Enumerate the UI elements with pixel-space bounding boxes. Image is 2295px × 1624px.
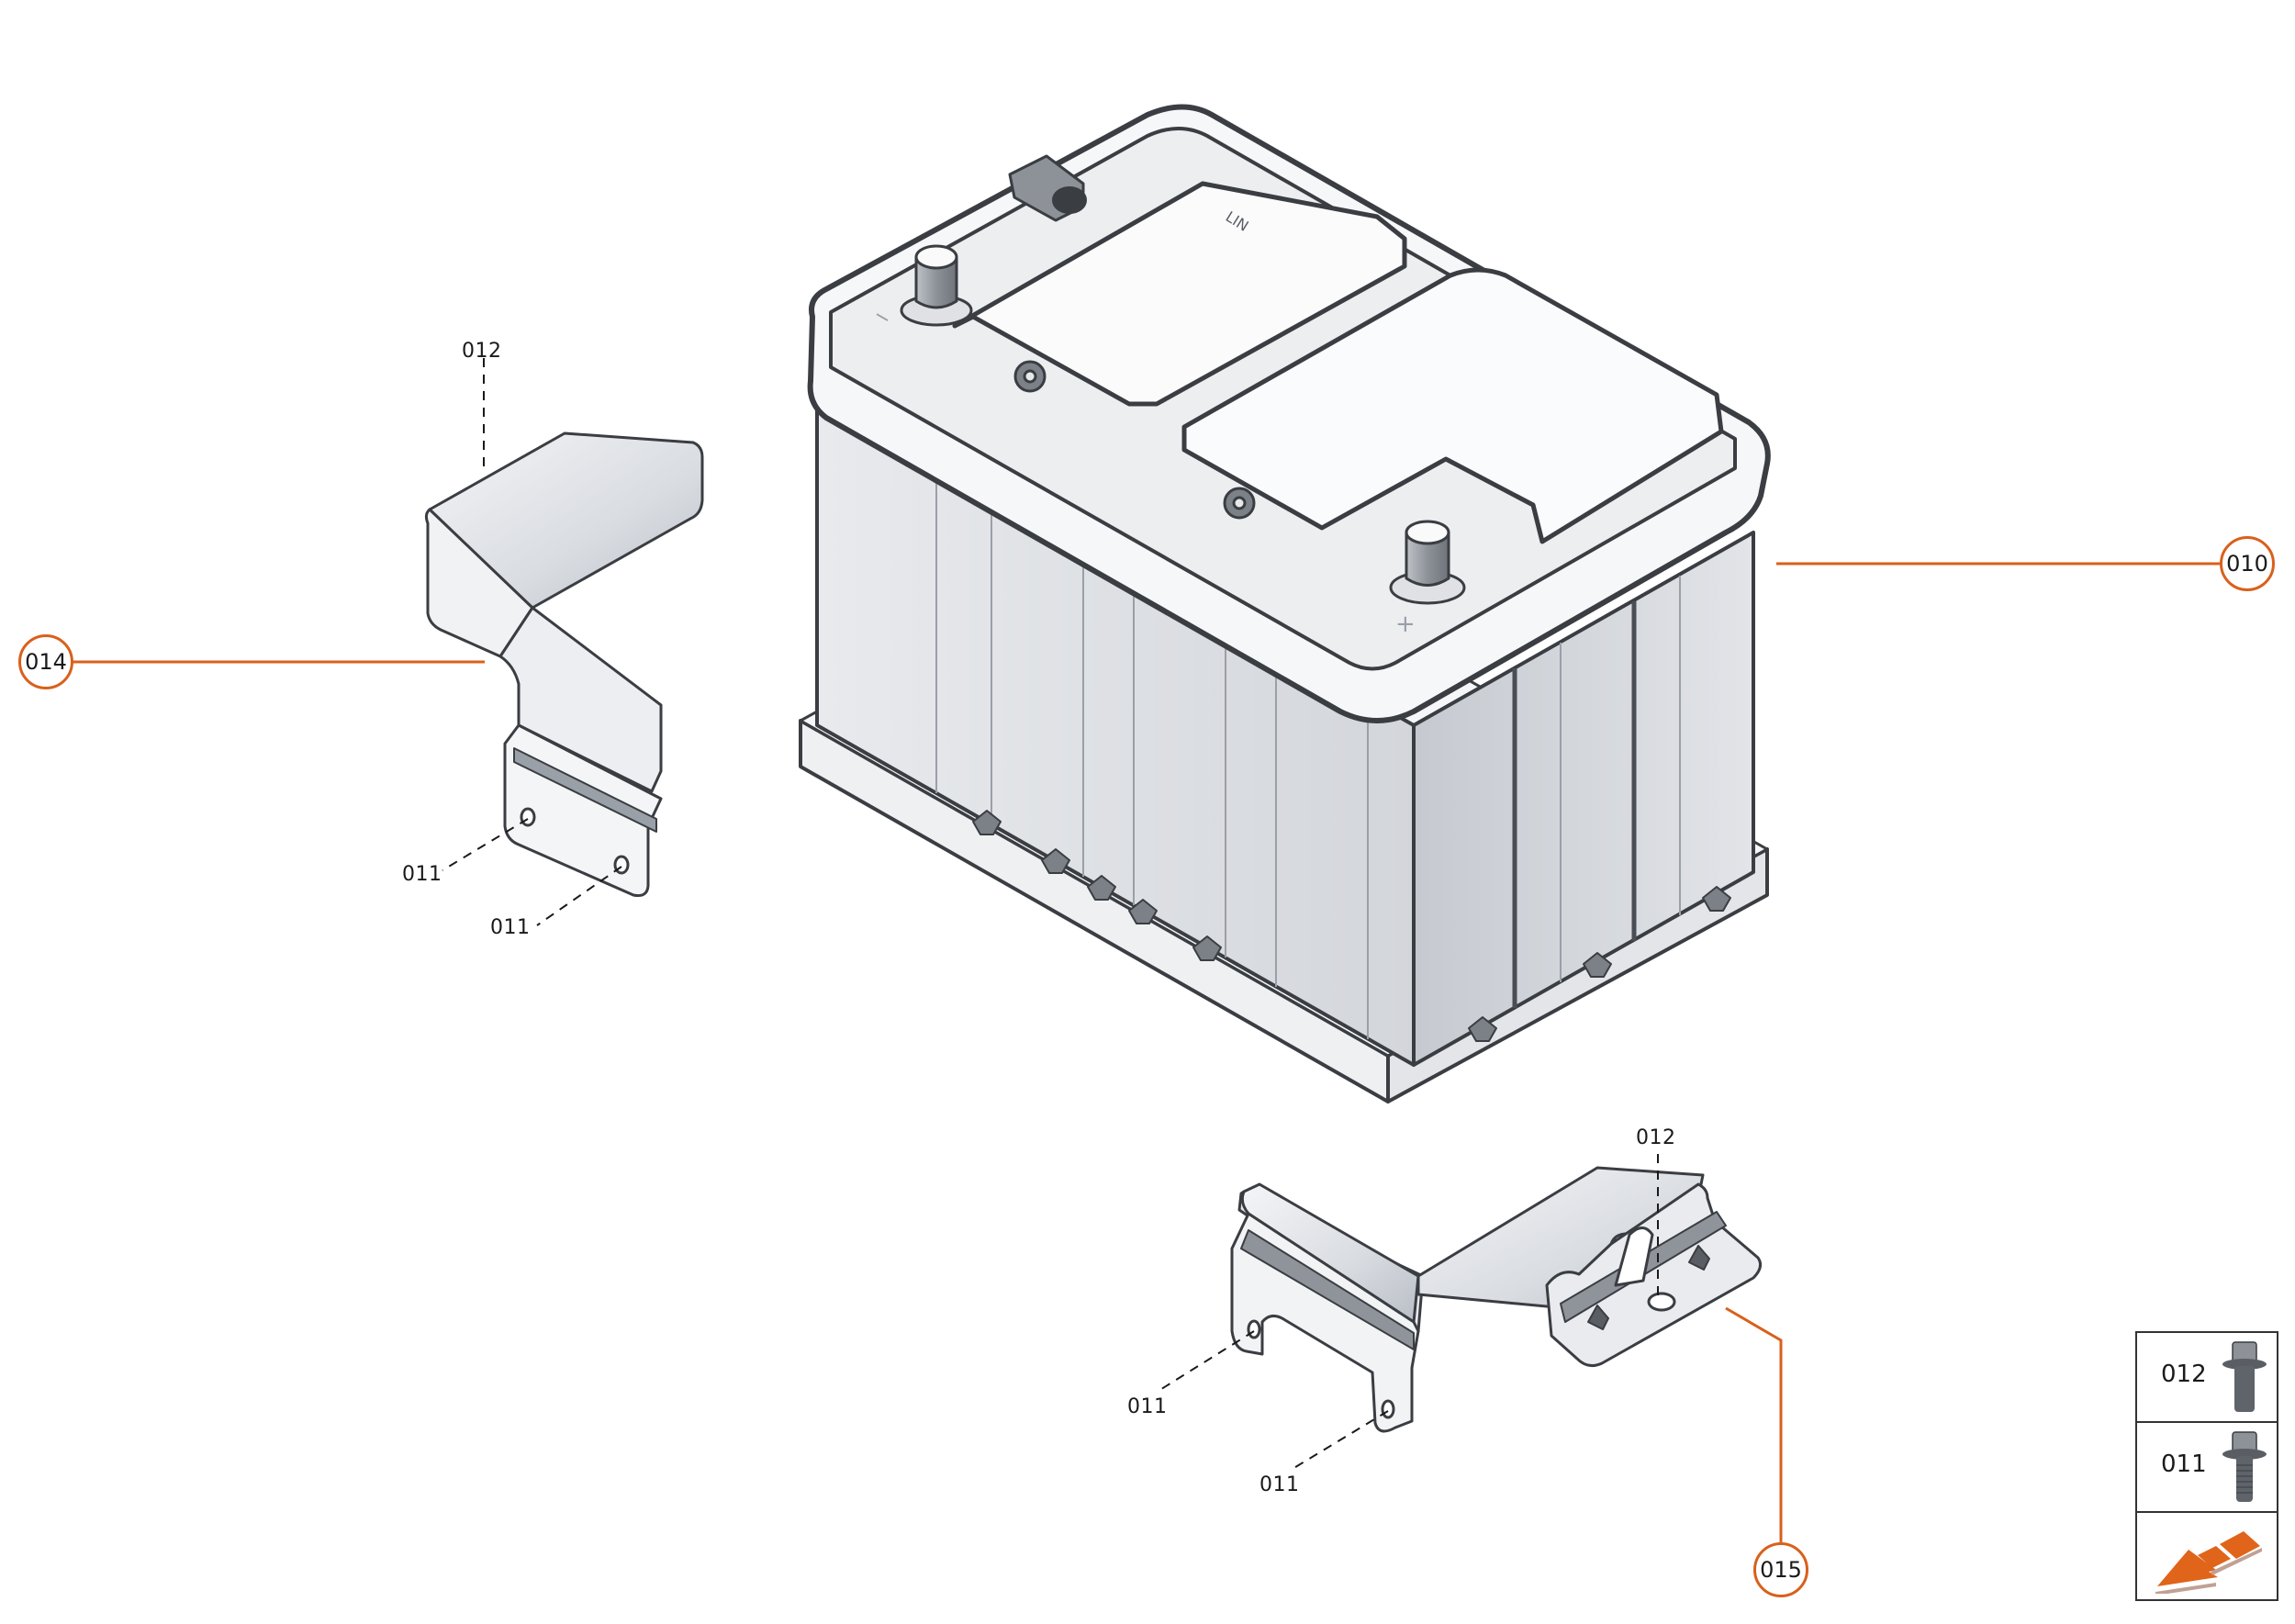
bracket-015[interactable]	[1230, 1166, 1763, 1433]
flange-bolt-short-icon	[2222, 1341, 2267, 1412]
battery-010[interactable]: − + LIN	[799, 104, 1771, 1103]
callout-014[interactable]: 014	[18, 634, 73, 689]
flange-bolt-threaded-icon	[2222, 1431, 2267, 1502]
bracket-014-front-wall	[424, 508, 534, 658]
bracket-014-stiffening-rib	[513, 747, 657, 833]
battery-cover-left	[952, 181, 1407, 407]
legend-item-012[interactable]: 012	[2137, 1333, 2277, 1423]
legend-label-011: 011	[2161, 1450, 2207, 1478]
label-014-fastener-012: 012	[462, 340, 502, 363]
label-015-fastener-011-a: 011	[1127, 1395, 1168, 1418]
fastener-legend: 012 011	[2135, 1331, 2278, 1601]
bracket-015-stud-2	[1688, 1245, 1710, 1271]
callout-015[interactable]: 015	[1753, 1542, 1808, 1597]
label-014-fastener-011-b: 011	[490, 916, 531, 939]
bracket-015-left-flange	[1240, 1182, 1420, 1324]
bracket-015-hole-2	[1381, 1399, 1395, 1419]
battery-case-side	[1412, 531, 1755, 1067]
leader-line-015	[1725, 1306, 1783, 1542]
positive-terminal: +	[1389, 520, 1466, 638]
bracket-015-left-rib	[1240, 1229, 1415, 1350]
legend-label-012: 012	[2161, 1361, 2207, 1388]
bracket-015-hole-012	[1647, 1292, 1676, 1312]
bracket-014-hole-1	[520, 807, 536, 827]
battery-base-notches	[972, 810, 1731, 1042]
battery-cover-right	[1181, 267, 1724, 544]
legend-item-view-direction[interactable]	[2137, 1513, 2277, 1599]
callout-010[interactable]: 010	[2220, 536, 2275, 591]
cover-hinge-bolts	[1013, 360, 1256, 520]
bracket-015-hole-1	[1247, 1319, 1261, 1339]
bracket-015-cutout	[1614, 1226, 1654, 1287]
view-direction-arrow-icon	[2155, 1531, 2262, 1594]
bracket-015-stud-1	[1587, 1305, 1609, 1330]
bracket-014-top-flange	[428, 431, 704, 610]
legend-item-011[interactable]: 011	[2137, 1423, 2277, 1513]
bracket-014[interactable]	[424, 431, 704, 897]
label-014-fastener-011-a: 011	[402, 863, 442, 886]
bracket-015-fastener-leaders	[1158, 1154, 1659, 1470]
bracket-014-diagonal-wall	[498, 606, 663, 793]
bracket-014-fastener-leaders	[442, 358, 622, 926]
label-015-fastener-011-b: 011	[1259, 1473, 1300, 1496]
svg-text:+: +	[1395, 610, 1416, 638]
label-015-fastener-012: 012	[1636, 1126, 1676, 1149]
